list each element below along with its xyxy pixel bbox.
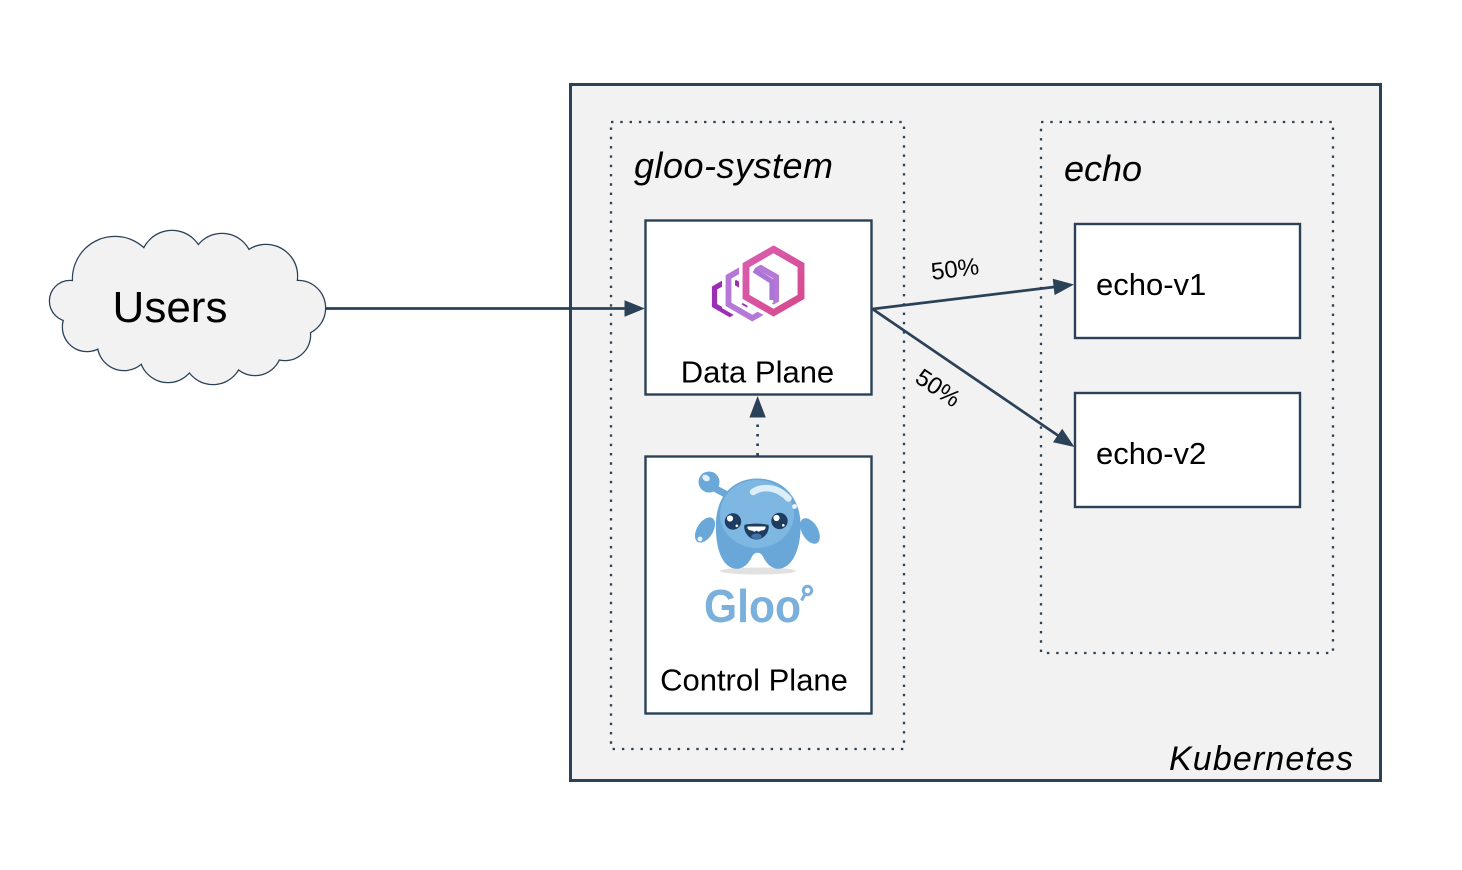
svg-text:echo: echo <box>1064 148 1142 189</box>
svg-text:echo-v2: echo-v2 <box>1096 436 1206 471</box>
svg-text:echo-v1: echo-v1 <box>1096 267 1206 302</box>
svg-text:Data Plane: Data Plane <box>681 355 834 390</box>
svg-text:Users: Users <box>113 283 228 332</box>
svg-text:Gloo: Gloo <box>704 580 801 632</box>
svg-text:gloo-system: gloo-system <box>634 145 833 186</box>
svg-text:Kubernetes: Kubernetes <box>1169 740 1353 778</box>
svg-text:50%: 50% <box>930 253 981 286</box>
svg-text:Control Plane: Control Plane <box>660 663 848 698</box>
